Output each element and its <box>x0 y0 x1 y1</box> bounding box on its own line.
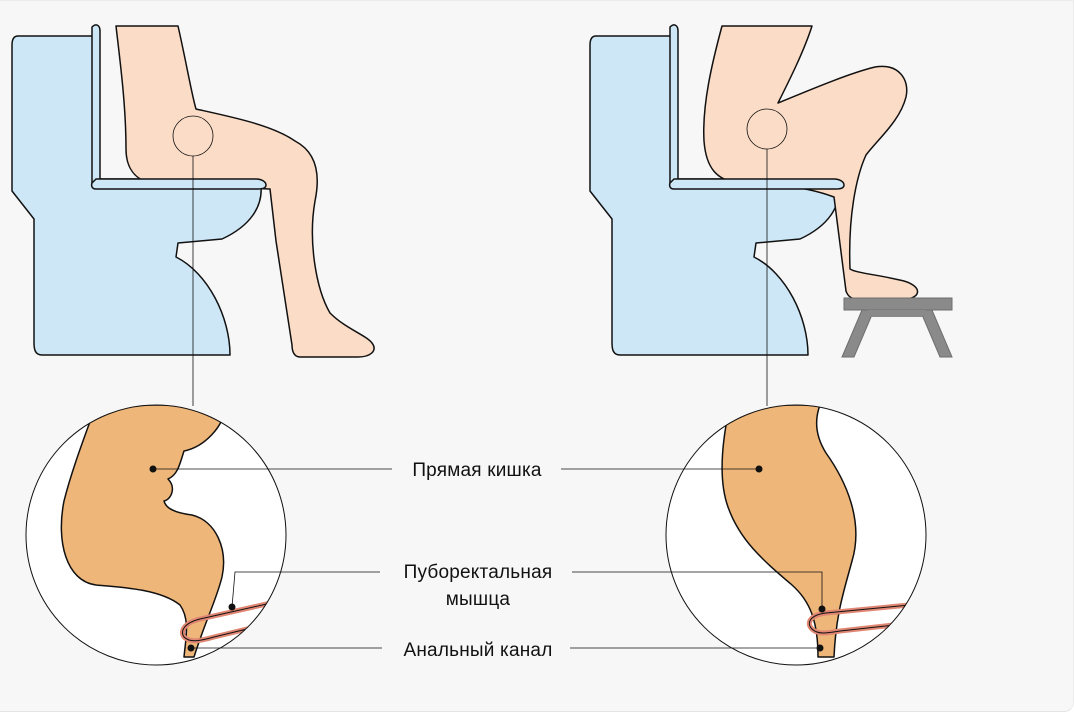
right-toilet-seat <box>668 178 845 190</box>
right-scene <box>589 24 953 406</box>
label-rectum: Прямая кишка <box>397 457 557 484</box>
left-magnifier <box>25 404 287 666</box>
left-toilet-body <box>11 35 262 356</box>
right-magnifier <box>665 404 927 666</box>
left-person-body <box>115 25 375 358</box>
right-toilet-lid <box>669 24 679 186</box>
leader-lines <box>153 468 823 649</box>
left-scene <box>11 24 375 406</box>
footstool <box>841 297 953 358</box>
left-toilet-seat <box>90 178 267 190</box>
right-toilet-body <box>589 35 840 356</box>
label-anal-canal: Анальный канал <box>388 637 568 664</box>
label-puborectalis-line2: мышца <box>445 589 511 610</box>
label-puborectalis-line1: Пуборектальная <box>403 562 553 583</box>
label-rectum-text: Прямая кишка <box>412 460 542 481</box>
left-rectum-shape <box>60 405 227 658</box>
label-puborectalis: Пуборектальная мышца <box>388 559 568 613</box>
left-toilet-lid <box>91 24 101 186</box>
label-anal-canal-text: Анальный канал <box>403 640 553 661</box>
